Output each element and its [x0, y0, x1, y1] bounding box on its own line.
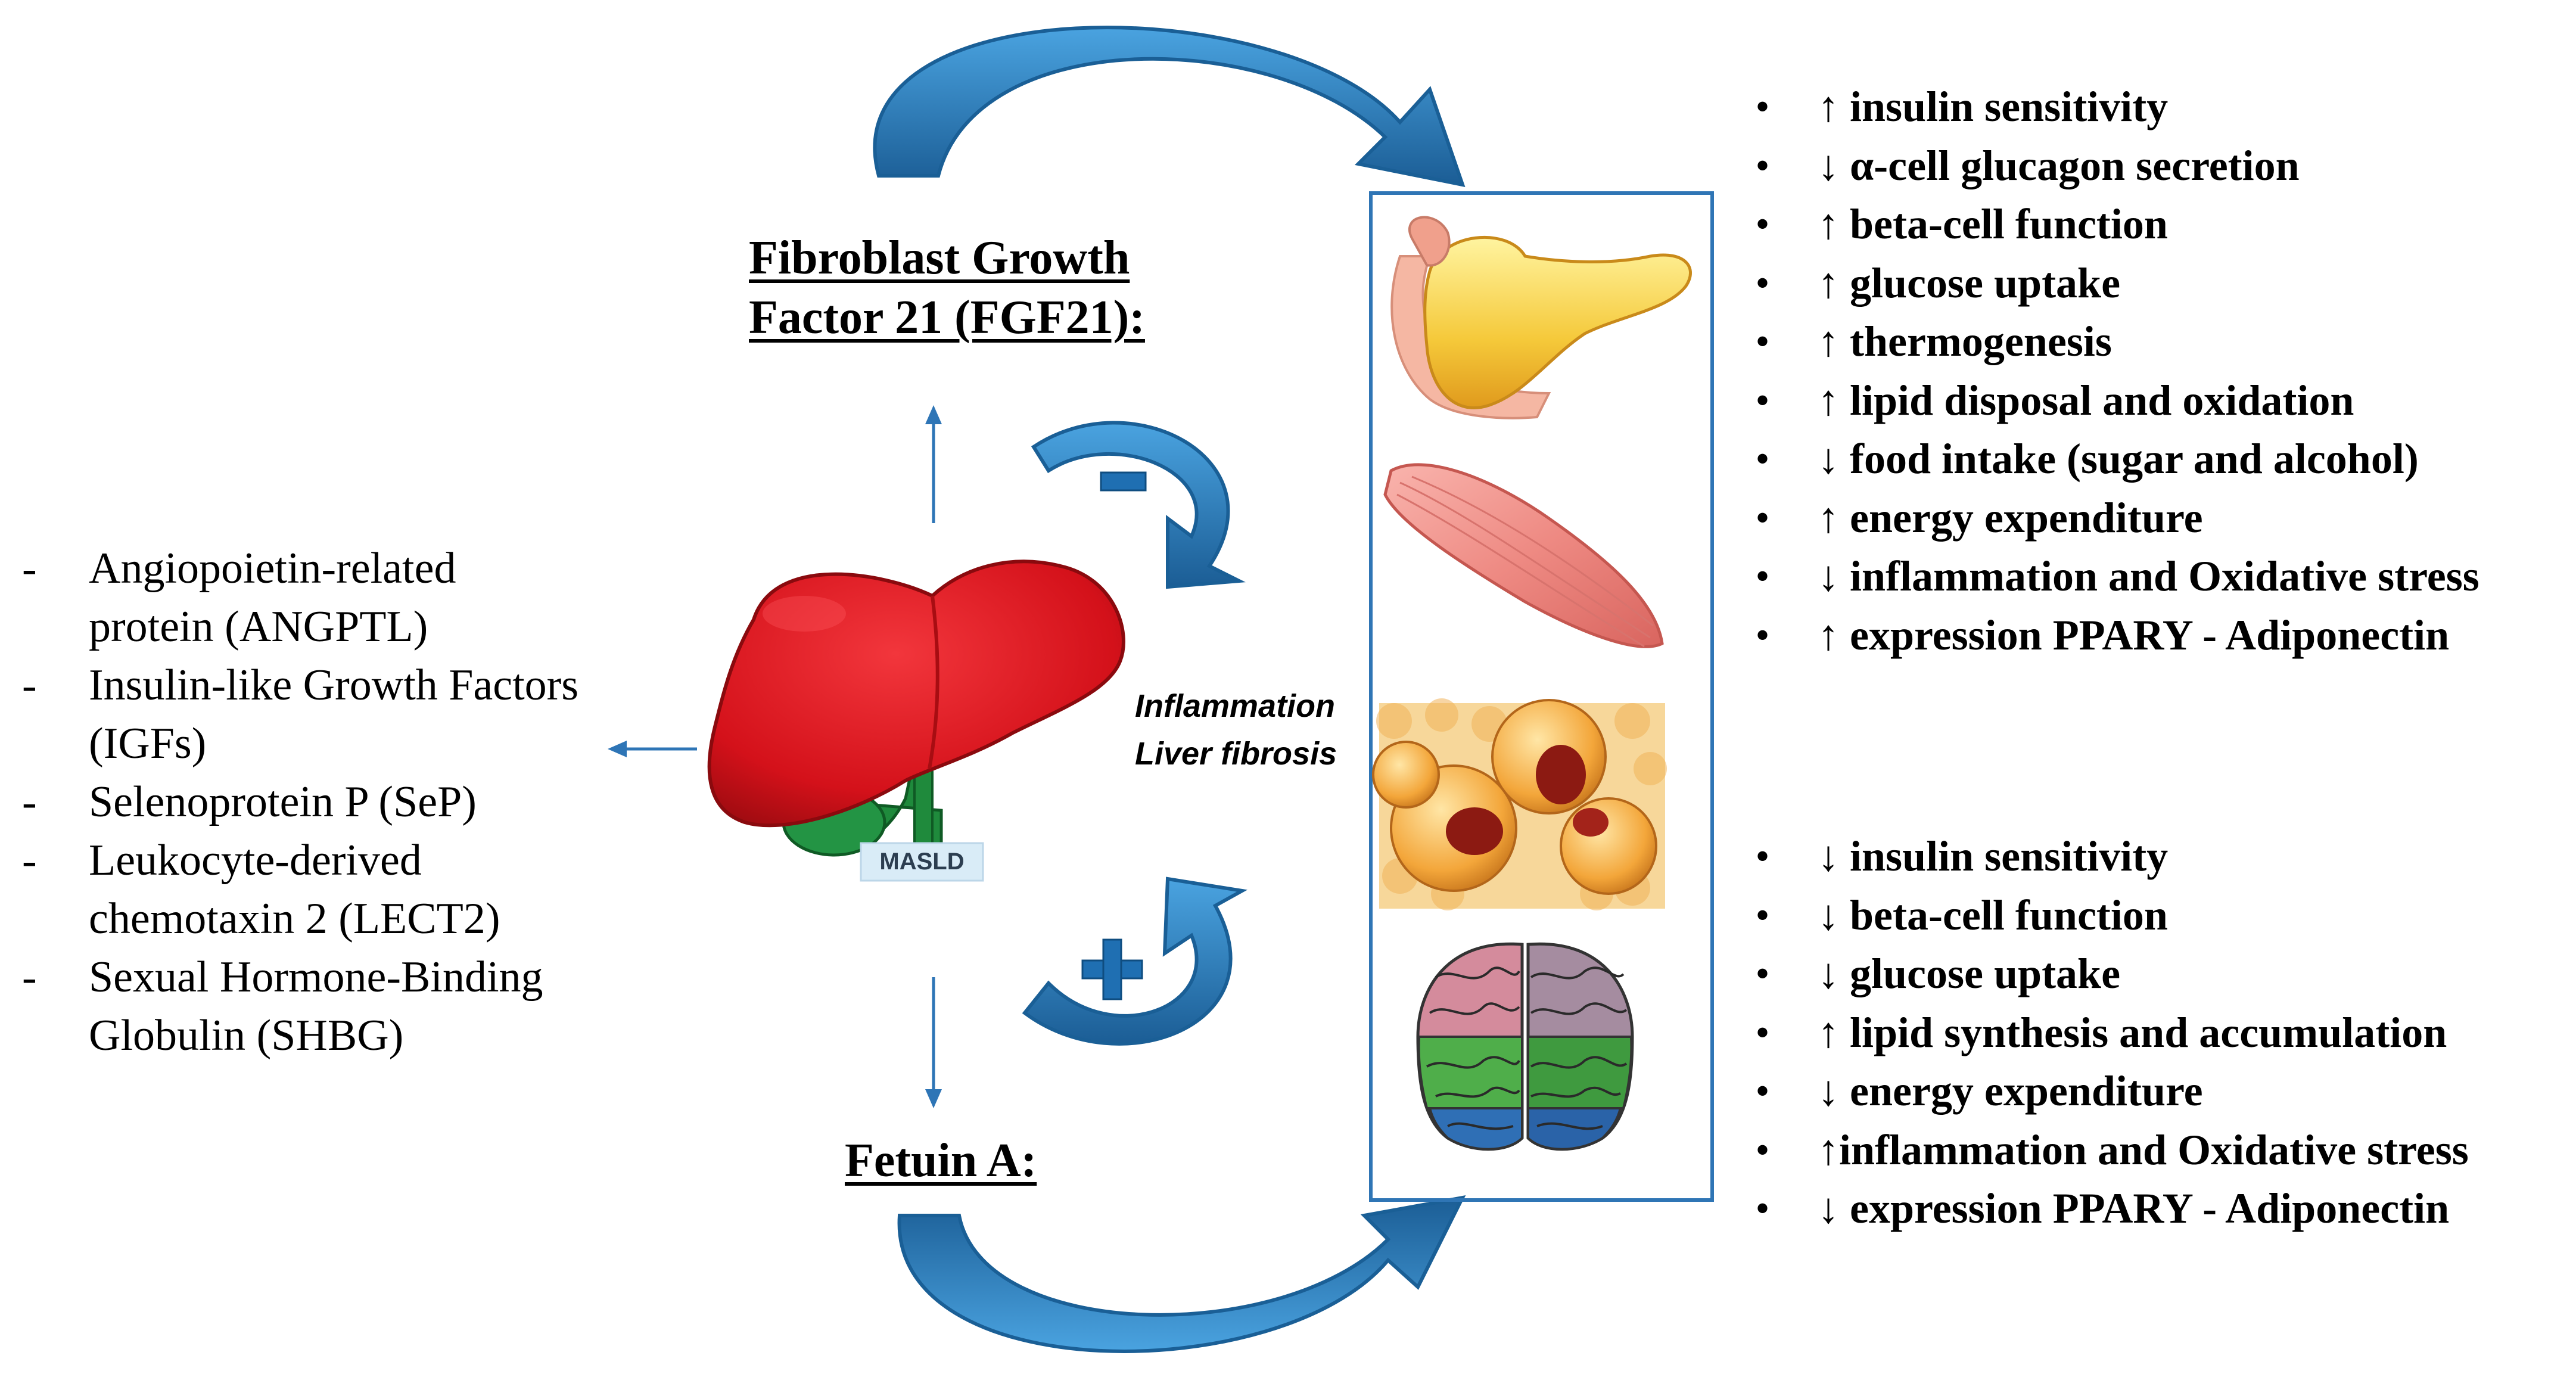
- list-item: ↓ beta-cell function: [1756, 886, 2469, 945]
- fetuin-effects-list: ↓ insulin sensitivity ↓ beta-cell functi…: [1756, 827, 2469, 1238]
- list-item: - Sexual Hormone-Binding Globulin (SHBG): [22, 953, 543, 1060]
- list-item: ↑ beta-cell function: [1756, 195, 2479, 254]
- brain-illustration: [1406, 930, 1644, 1168]
- liver-body: [707, 559, 1125, 828]
- note-liver-fibrosis: Liver fibrosis: [1135, 736, 1337, 772]
- muscle-illustration: [1383, 463, 1664, 648]
- fgf21-title-line1: Fibroblast Growth: [749, 232, 1130, 284]
- list-item: ↓ food intake (sugar and alcohol): [1756, 430, 2479, 489]
- down-arrow: [925, 977, 942, 1108]
- list-item: ↑ thermogenesis: [1756, 312, 2479, 371]
- list-item: ↓ energy expenditure: [1756, 1062, 2469, 1121]
- left-arrow: [608, 741, 697, 757]
- plus-sign: [1081, 938, 1143, 1000]
- list-item: - Selenoprotein P (SeP): [22, 778, 477, 826]
- minus-sign: [1100, 471, 1147, 492]
- liver-complications-note: Inflammation Liver fibrosis: [1135, 682, 1385, 778]
- fgf21-effects-list: ↑ insulin sensitivity ↓ α-cell glucagon …: [1756, 77, 2479, 664]
- liver-illustration: [707, 559, 1125, 882]
- fgf21-title-line2: Factor 21 (FGF21):: [749, 291, 1145, 344]
- list-item: ↑inflammation and Oxidative stress: [1756, 1121, 2469, 1180]
- masld-badge-label: MASLD: [879, 848, 965, 875]
- list-item: ↑ expression PPARY - Adiponectin: [1756, 606, 2479, 665]
- up-arrow: [925, 405, 942, 523]
- list-item: ↑ glucose uptake: [1756, 254, 2479, 313]
- list-item: ↓ glucose uptake: [1756, 944, 2469, 1003]
- list-item: - Angiopoietin-related protein (ANGPTL): [22, 544, 456, 651]
- top-curved-arrow: [873, 26, 1466, 187]
- list-item: ↓ expression PPARY - Adiponectin: [1756, 1179, 2469, 1238]
- list-item: ↑ lipid synthesis and accumulation: [1756, 1003, 2469, 1062]
- list-item: ↑ lipid disposal and oxidation: [1756, 371, 2479, 430]
- list-item: ↑ insulin sensitivity: [1756, 77, 2479, 136]
- adipose-illustration: [1372, 698, 1667, 910]
- list-item: ↑ energy expenditure: [1756, 489, 2479, 548]
- fgf21-title: Fibroblast Growth Factor 21 (FGF21):: [749, 228, 1202, 347]
- masld-badge-bg: [860, 842, 984, 882]
- pancreas-illustration: [1390, 216, 1692, 419]
- plus-curved-arrow: [1022, 876, 1248, 1046]
- list-item: ↓ inflammation and Oxidative stress: [1756, 547, 2479, 606]
- hepatokine-list: - Angiopoietin-related protein (ANGPTL) …: [22, 539, 642, 1065]
- tissue-panel-frame: [1369, 191, 1714, 1202]
- bottom-curved-arrow: [897, 1195, 1466, 1353]
- minus-curved-arrow: [1031, 421, 1246, 589]
- list-item: ↓ insulin sensitivity: [1756, 827, 2469, 886]
- note-inflammation: Inflammation: [1135, 688, 1336, 724]
- list-item: ↓ α-cell glucagon secretion: [1756, 136, 2479, 195]
- fetuin-title: Fetuin A:: [845, 1134, 1037, 1187]
- list-item: - Leukocyte-derived chemotaxin 2 (LECT2): [22, 836, 500, 943]
- list-item: - Insulin-like Growth Factors (IGFs): [22, 661, 579, 768]
